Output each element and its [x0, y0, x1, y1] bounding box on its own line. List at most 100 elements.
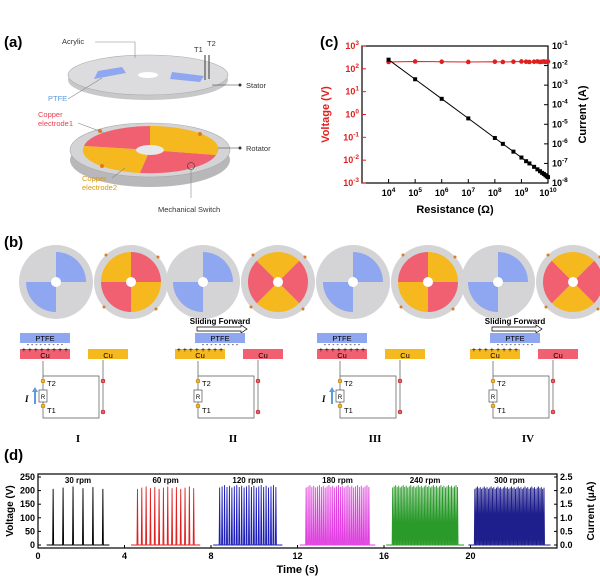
- ptfe-sector: [203, 252, 233, 282]
- copper-bar-2: [385, 349, 425, 359]
- data-point: [511, 149, 516, 154]
- rotator-hole: [126, 277, 136, 287]
- copper-sector: [256, 252, 300, 282]
- stage-label: I: [76, 433, 80, 445]
- series-label: 30 rpm: [65, 476, 91, 485]
- sliding-arrow: [196, 324, 248, 334]
- data-point: [511, 59, 516, 65]
- y-right-axis-label: Current (A): [577, 85, 589, 143]
- ptfe-pad-right: [170, 72, 204, 82]
- copper-bar-1: [317, 349, 367, 359]
- t1-label: T1: [344, 406, 353, 415]
- cu-label: Cu: [258, 351, 268, 360]
- t1-label: T1: [497, 406, 506, 415]
- resistor-label: R: [41, 395, 46, 401]
- cu-label: Cu: [553, 351, 563, 360]
- copper-bar-2: [243, 349, 283, 359]
- t2-label: T2: [344, 379, 353, 388]
- contact-dot: [453, 255, 457, 259]
- terminal-t2: [195, 378, 201, 384]
- voltage-series: [468, 486, 551, 546]
- data-point: [386, 57, 391, 62]
- ptfe-sector: [26, 282, 56, 312]
- stator-hole: [493, 277, 503, 287]
- sliding-forward-label: Sliding Forward: [190, 317, 251, 326]
- y-right-tick-label: 1.5: [560, 499, 573, 509]
- y-right-tick-label: 10-5: [552, 118, 568, 129]
- terminal-t2: [40, 378, 46, 384]
- voltage-series: [46, 486, 110, 546]
- data-point: [538, 169, 543, 174]
- copper-bar-1: [470, 349, 520, 359]
- resistor: [193, 389, 203, 403]
- y-right-tick-label: 0.0: [560, 540, 573, 550]
- terminal-dot: [100, 409, 106, 415]
- terminal-t1: [195, 403, 201, 409]
- x-tick-label: 16: [379, 551, 389, 561]
- cu-label: Cu: [400, 351, 410, 360]
- y-left-tick-label: 100: [345, 109, 359, 120]
- terminal-t1: [490, 403, 496, 409]
- plus-charges: + + + + + + + +: [472, 347, 518, 354]
- copper-sector: [256, 282, 300, 312]
- panel-label-c: (c): [320, 34, 338, 51]
- y-left-tick-label: 150: [20, 499, 35, 509]
- voltage-series: [386, 485, 465, 546]
- data-point: [535, 167, 540, 172]
- y-left-tick-label: 103: [345, 40, 359, 51]
- rotator-label: Rotator: [246, 144, 271, 153]
- data-point: [546, 175, 550, 180]
- t2-label: T2: [47, 379, 56, 388]
- acrylic-label: Acrylic: [62, 37, 84, 46]
- panel-label-a: (a): [4, 34, 22, 51]
- circuit-wire: [492, 361, 550, 419]
- copper-bar-1: [20, 349, 70, 359]
- t1-label: T1: [202, 406, 211, 415]
- y-left-tick-label: 101: [345, 86, 359, 97]
- data-point: [527, 59, 532, 65]
- stator-disk: [67, 54, 229, 100]
- x-tick-label: 106: [435, 187, 449, 198]
- copper-sector: [101, 252, 131, 282]
- copper-sector: [573, 260, 600, 304]
- contact-dot: [546, 253, 550, 257]
- data-point: [524, 159, 529, 164]
- plus-charges: + + + + + + + +: [22, 347, 68, 354]
- stator-label: Stator: [246, 81, 267, 90]
- minus-charges: - - - - - - - - -: [27, 342, 64, 349]
- cu-label: Cu: [490, 351, 500, 360]
- series-label: 60 rpm: [152, 476, 178, 485]
- y-right-tick-label: 10-1: [552, 40, 568, 51]
- contact-dot: [596, 307, 600, 311]
- y-left-tick-label: 200: [20, 486, 35, 496]
- x-tick-label: 105: [408, 187, 422, 198]
- copper-sector: [101, 282, 131, 312]
- copper-sector: [248, 260, 278, 304]
- ptfe-sector: [56, 252, 86, 282]
- x-tick-label: 104: [382, 187, 396, 198]
- rotator-disk: [69, 122, 231, 187]
- cu-label: Cu: [195, 351, 205, 360]
- stage-label: II: [229, 433, 238, 445]
- panel-label-d: (d): [4, 447, 23, 464]
- y-left-tick-label: 0: [30, 540, 35, 550]
- copper-sector: [278, 260, 308, 304]
- current-arrow: [32, 387, 38, 404]
- terminal-t2: [337, 378, 343, 384]
- minus-charges: - - - - - - - - -: [324, 342, 361, 349]
- contact-dot: [544, 305, 548, 309]
- terminal-dot: [100, 378, 106, 384]
- x-tick-label: 0: [35, 551, 40, 561]
- data-point: [412, 59, 418, 64]
- contact-dot: [301, 307, 305, 311]
- y-right-axis-label: Current (μA): [586, 482, 597, 541]
- data-point: [519, 59, 524, 64]
- contact-dot: [104, 253, 108, 257]
- y-left-tick-label: 10-1: [343, 131, 359, 142]
- copper-sector: [551, 282, 595, 312]
- x-tick-label: 108: [488, 187, 502, 198]
- contact-dot: [156, 255, 160, 259]
